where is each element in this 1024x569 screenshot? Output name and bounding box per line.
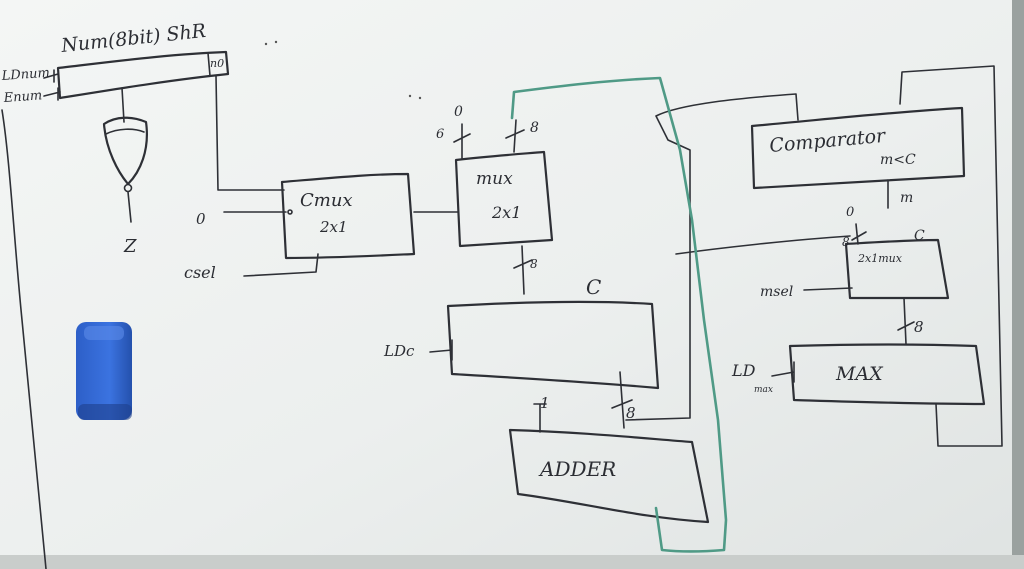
left-edge-line bbox=[1, 109, 47, 569]
max-register-label: MAX bbox=[835, 363, 884, 385]
c-register-label: C bbox=[586, 275, 601, 299]
mux-size: 2x1 bbox=[491, 203, 521, 222]
green-loop-wire bbox=[510, 76, 728, 553]
whiteboard-frame-bottom bbox=[0, 555, 1024, 569]
mux-const-top: 0 bbox=[454, 104, 463, 120]
num-to-cmux-wire bbox=[215, 75, 285, 191]
ld-num-label: LDnum bbox=[0, 66, 50, 84]
mux2-width: 8 bbox=[842, 235, 850, 249]
c-to-adder-wire bbox=[619, 371, 625, 429]
e-num-label: Enum bbox=[2, 88, 43, 106]
cmux-const-zero: 0 bbox=[196, 210, 206, 228]
cmux-block: Cmux 2x1 0 csel bbox=[184, 172, 416, 282]
msel-label: msel bbox=[760, 284, 793, 300]
board-speck bbox=[408, 94, 412, 98]
board-speck bbox=[264, 42, 268, 46]
comparator-cond: m<C bbox=[880, 152, 916, 168]
feedback-wire bbox=[625, 93, 799, 421]
whiteboard-frame-right bbox=[1012, 0, 1024, 569]
adder-width-a: 1 bbox=[540, 394, 550, 412]
max-width: 8 bbox=[914, 318, 924, 336]
mux-label: mux bbox=[476, 169, 513, 189]
eraser bbox=[76, 322, 132, 420]
mux2-const: 0 bbox=[846, 205, 854, 220]
mux2-block: 2x1mux 0 C 8 msel 8 bbox=[760, 205, 950, 345]
ld-max-sub: max bbox=[754, 385, 773, 395]
adder-block: ADDER bbox=[508, 428, 710, 524]
adder-label: ADDER bbox=[538, 457, 616, 481]
c-register: C LDc bbox=[383, 275, 660, 390]
mux2-c-label: C bbox=[914, 228, 925, 244]
comparator-out: m bbox=[900, 190, 913, 206]
cmux-label: Cmux bbox=[300, 190, 353, 211]
cmux-size: 2x1 bbox=[319, 218, 348, 236]
mux2-label: 2x1mux bbox=[857, 252, 903, 265]
ld-max-label: LD bbox=[731, 361, 756, 380]
board-speck bbox=[418, 96, 422, 100]
nor-gate: Z bbox=[102, 87, 148, 257]
num-register-out-label: n0 bbox=[210, 57, 224, 70]
adder-width-b: 8 bbox=[626, 404, 636, 422]
board-speck bbox=[274, 40, 278, 44]
ldc-label: LDc bbox=[383, 342, 415, 360]
mux-block: mux 2x1 0 6 8 8 bbox=[436, 104, 554, 295]
max-register: MAX LD max bbox=[731, 343, 986, 406]
csel-label: csel bbox=[184, 263, 216, 282]
zero-output-label: Z bbox=[123, 236, 137, 257]
mux-width-small: 6 bbox=[436, 127, 444, 142]
mux-width-out: 8 bbox=[530, 257, 538, 271]
mux-width-in: 8 bbox=[530, 120, 539, 136]
max-feedback-wire bbox=[899, 65, 1003, 447]
